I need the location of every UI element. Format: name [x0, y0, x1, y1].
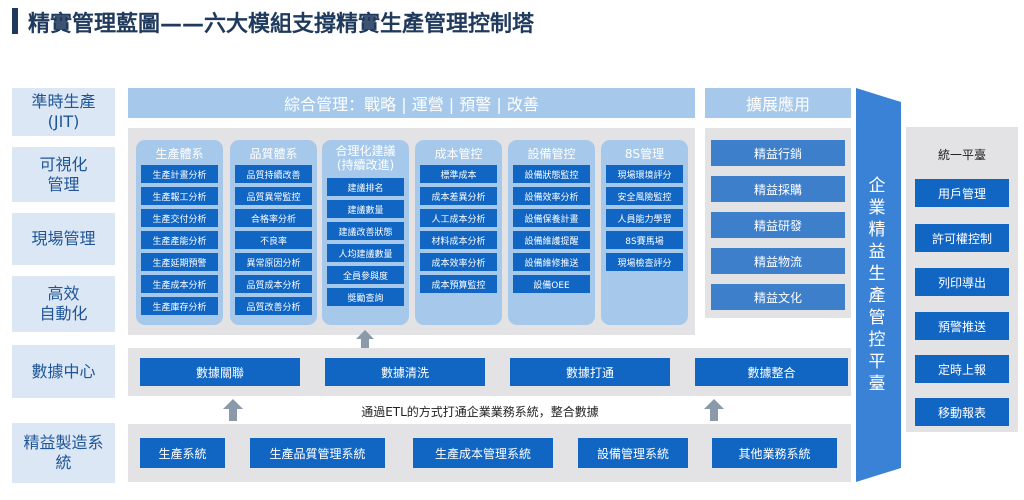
module-item: 成本效率分析 [420, 253, 497, 271]
arrow-up-icon [223, 399, 243, 421]
module-item: 品質異常監控 [235, 187, 312, 205]
system-cost: 生產成本管理系統 [413, 438, 553, 468]
module-title: 8S管理 [624, 147, 665, 161]
left-label-text: 可視化 管理 [39, 154, 88, 194]
module-item: 生產計畫分析 [141, 165, 218, 183]
data-center-clean: 數據清洗 [325, 358, 485, 386]
left-label-text: 現場管理 [31, 229, 96, 248]
module-item: 人員能力學習 [606, 209, 683, 227]
control-tower-label: 企業精益生產管控平臺 [868, 176, 886, 394]
system-other: 其他業務系統 [712, 438, 837, 468]
left-label-text: 高效 自動化 [39, 284, 88, 323]
module-item: 設備維護提醒 [513, 231, 590, 249]
module-item: 現場環境評分 [606, 165, 683, 183]
module-item: 設備效率分析 [513, 187, 590, 205]
platform-item-user-management: 用戶管理 [915, 179, 1009, 207]
platform-item-permissions: 許可權控制 [915, 224, 1009, 252]
module-suggestion: 合理化建議 (持續改進) 建議排名 建議數量 建議改善狀態 人均建議數量 全員參… [322, 140, 409, 325]
left-label-automation: 高效 自動化 [12, 276, 115, 332]
module-item: 合格率分析 [235, 209, 312, 227]
module-item: 設備狀態監控 [513, 165, 590, 183]
integrated-management-header: 綜合管理：戰略 | 運營 | 預警 | 改善 [128, 88, 695, 118]
module-8s: 8S管理 現場環境評分 安全風險監控 人員能力學習 8S賽馬場 現場檢查評分 [601, 140, 688, 325]
data-center-integrate: 數據整合 [695, 358, 848, 386]
extension-item-culture: 精益文化 [711, 284, 845, 310]
module-item: 生產成本分析 [141, 275, 218, 293]
system-equipment: 設備管理系統 [578, 438, 688, 468]
module-item: 品質持續改善 [235, 165, 312, 183]
platform-item-scheduled-report: 定時上報 [915, 355, 1009, 383]
system-production: 生產系統 [140, 438, 225, 468]
module-item: 設備OEE [513, 275, 590, 293]
module-item: 生產交付分析 [141, 209, 218, 227]
module-item: 人工成本分析 [420, 209, 497, 227]
left-label-mes: 精益製造系 統 [12, 423, 115, 483]
module-item: 生產產能分析 [141, 231, 218, 249]
module-item: 生產報工分析 [141, 187, 218, 205]
module-item: 品質改善分析 [235, 297, 312, 315]
platform-item-alert-push: 預警推送 [915, 312, 1009, 340]
platform-item-mobile-report: 移動報表 [915, 398, 1009, 426]
left-label-text: 準時生產 (JIT) [31, 92, 96, 131]
data-center-link: 數據關聯 [140, 358, 300, 386]
data-center-connect: 數據打通 [510, 358, 670, 386]
control-tower-arrow-shape [856, 88, 901, 482]
module-item: 獎勵查詢 [327, 288, 404, 306]
module-title: 品質體系 [249, 147, 298, 161]
module-item: 成本差異分析 [420, 187, 497, 205]
platform-item-print-export: 列印導出 [915, 268, 1009, 296]
left-label-jit: 準時生產 (JIT) [12, 88, 115, 136]
module-item: 建議數量 [327, 200, 404, 218]
left-label-data-center: 數據中心 [12, 345, 115, 398]
module-item: 人均建議數量 [327, 244, 404, 262]
module-item: 建議改善狀態 [327, 222, 404, 240]
left-label-text: 精益製造系 統 [23, 433, 104, 472]
module-title: 成本管控 [434, 147, 483, 161]
module-item: 異常原因分析 [235, 253, 312, 271]
module-item: 材料成本分析 [420, 231, 497, 249]
module-item: 標準成本 [420, 165, 497, 183]
extension-item-procurement: 精益採購 [711, 176, 845, 202]
module-item: 不良率 [235, 231, 312, 249]
extension-item-marketing: 精益行銷 [711, 140, 845, 166]
module-item: 成本預算監控 [420, 275, 497, 293]
module-item: 現場檢查評分 [606, 253, 683, 271]
module-item: 8S賽馬場 [606, 231, 683, 249]
module-item: 品質成本分析 [235, 275, 312, 293]
module-item: 生產庫存分析 [141, 297, 218, 315]
platform-title: 統一平臺 [937, 148, 986, 162]
page-title: 精實管理藍圖——六大模組支撐精實生產管理控制塔 [28, 12, 535, 37]
module-item: 安全風險監控 [606, 187, 683, 205]
left-label-text: 數據中心 [31, 361, 96, 381]
module-item: 建議排名 [327, 178, 404, 196]
etl-note: 通過ETL的方式打通企業業務系統，整合數據 [361, 405, 599, 419]
extension-item-logistics: 精益物流 [711, 248, 845, 274]
arrow-up-icon [356, 330, 374, 348]
module-title: 生產體系 [155, 147, 204, 161]
module-equipment: 設備管控 設備狀態監控 設備效率分析 設備保養計畫 設備維護提醒 設備維修推送 … [508, 140, 595, 325]
system-quality: 生產品質管理系統 [250, 438, 385, 468]
left-label-visual: 可視化 管理 [12, 147, 115, 202]
left-label-onsite: 現場管理 [12, 213, 115, 265]
module-cost: 成本管控 標準成本 成本差異分析 人工成本分析 材料成本分析 成本效率分析 成本… [415, 140, 502, 325]
module-production: 生產體系 生產計畫分析 生產報工分析 生產交付分析 生產產能分析 生產延期預警 … [136, 140, 223, 325]
arrow-up-icon [704, 399, 724, 421]
module-title: 合理化建議 (持續改進) [335, 144, 396, 172]
module-item: 全員參與度 [327, 266, 404, 284]
extension-header: 擴展應用 [705, 88, 851, 118]
title-accent-bar [12, 8, 18, 34]
module-quality: 品質體系 品質持續改善 品質異常監控 合格率分析 不良率 異常原因分析 品質成本… [230, 140, 317, 325]
extension-item-rnd: 精益研發 [711, 212, 845, 238]
module-item: 設備維修推送 [513, 253, 590, 271]
module-item: 設備保養計畫 [513, 209, 590, 227]
module-title: 設備管控 [527, 147, 576, 161]
module-item: 生產延期預警 [141, 253, 218, 271]
